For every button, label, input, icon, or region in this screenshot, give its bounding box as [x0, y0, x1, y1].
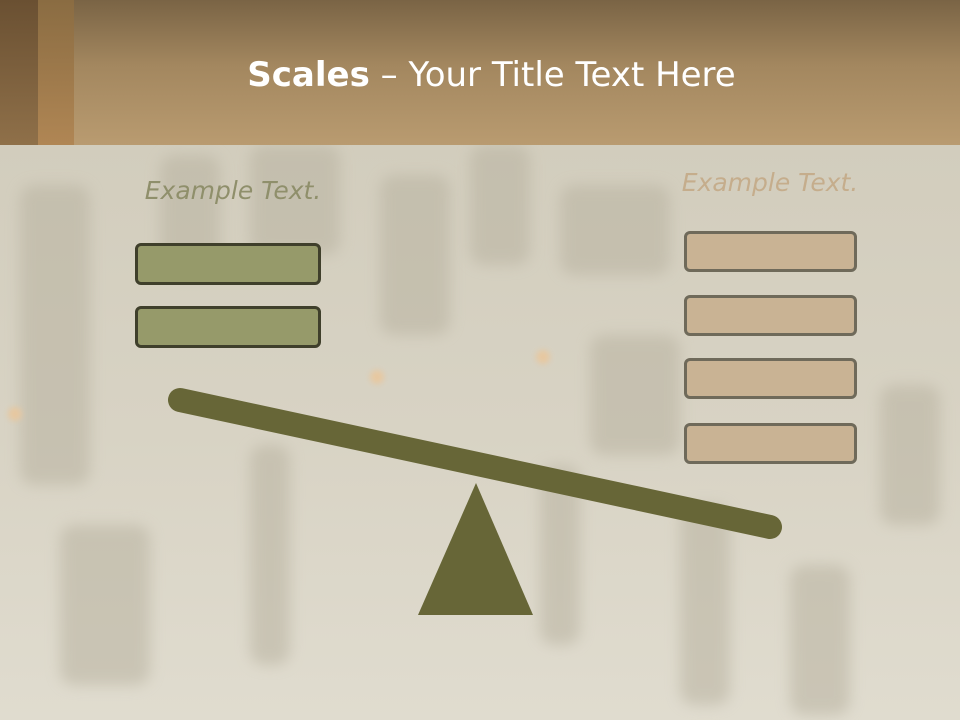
right-text-box-3 — [684, 358, 857, 399]
right-example-text: Example Text. — [681, 168, 859, 197]
title-bar: Scales – Your Title Text Here — [0, 0, 960, 145]
left-example-text: Example Text. — [144, 176, 322, 205]
left-text-box-1 — [135, 243, 321, 285]
scale-beam — [168, 388, 782, 539]
right-text-box-4 — [684, 423, 857, 464]
left-text-box-2 — [135, 306, 321, 348]
scale-fulcrum — [418, 483, 533, 615]
title-accent-dark — [0, 0, 38, 145]
title-accent-mid — [38, 0, 74, 145]
right-text-box-2 — [684, 295, 857, 336]
slide-title: Scales – Your Title Text Here — [74, 52, 909, 98]
title-rest: – Your Title Text Here — [369, 55, 736, 95]
right-text-box-1 — [684, 231, 857, 272]
title-bold: Scales — [247, 55, 370, 95]
